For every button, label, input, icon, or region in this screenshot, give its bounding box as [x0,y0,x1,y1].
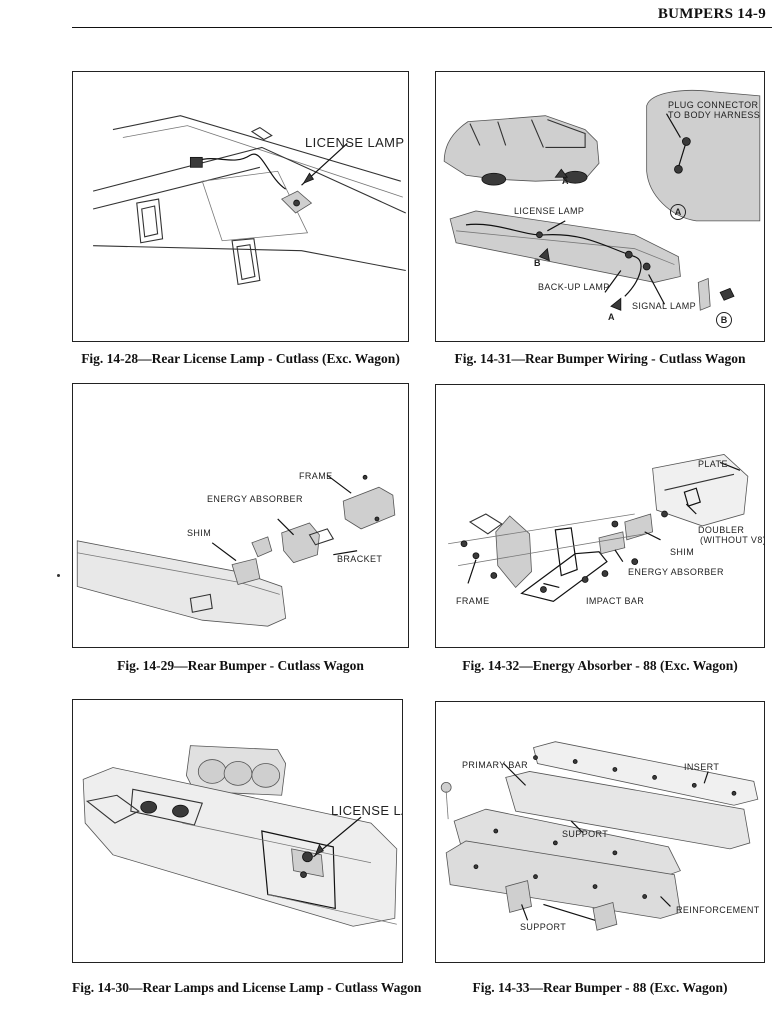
fig-14-33-insert-label: INSERT [684,762,720,772]
header-rule [72,27,772,28]
figure-14-32: PLATE DOUBLER (WITHOUT V8) SHIM ENERGY A… [435,384,765,648]
fig-14-32-shim-label: SHIM [670,547,695,557]
fig-14-29-caption: Fig. 14-29—Rear Bumper - Cutlass Wagon [117,658,364,673]
fig-14-31-plug-connector-label: PLUG CONNECTOR [668,100,759,110]
fig-14-30-caption: Fig. 14-30—Rear Lamps and License Lamp -… [72,980,422,995]
fig-14-29-frame-label: FRAME [299,471,333,481]
fig-14-31-view-arrow-a2: A [608,312,615,322]
fig-14-29-bracket-label: BRACKET [337,554,383,564]
fig-14-31-license-lamp-label: LICENSE LAMP [514,206,585,216]
fig-14-32-caption: Fig. 14-32—Energy Absorber - 88 (Exc. Wa… [462,658,738,673]
figure-14-28: LICENSE LAMP [72,71,409,342]
fig-14-32-without-v8-label: (WITHOUT V8) [700,535,765,545]
rear-bumper-88-exploded-drawing [440,741,759,931]
fig-14-30-license-lamp-label: LICENSE LAMP [331,803,402,818]
fig-14-31-callout-a: A [670,204,686,220]
fig-14-33-reinforcement-label: REINFORCEMENT [676,905,760,915]
fig-14-33-support-upper-label: SUPPORT [562,829,609,839]
fig-14-31-to-body-harness-label: TO BODY HARNESS [668,110,761,120]
fig-14-28-caption: Fig. 14-28—Rear License Lamp - Cutlass (… [81,351,400,366]
fig-14-31-view-arrow-b: B [534,258,541,268]
fig-14-31-view-arrow-a1: A [562,176,569,186]
rear-bumper-absorber-drawing [76,474,396,627]
figure-14-33: PRIMARY BAR INSERT SUPPORT REINFORCEMENT… [435,701,765,963]
figure-14-29: FRAME ENERGY ABSORBER SHIM BRACKET [72,383,409,648]
fig-14-28-license-lamp-label: LICENSE LAMP [305,135,405,150]
rear-bumper-wiring-drawing [443,90,761,311]
fig-14-33-support-lower-label: SUPPORT [520,922,567,932]
fig-14-32-plate-label: PLATE [698,459,728,469]
fig-14-31-back-up-lamp-label: BACK-UP LAMP [538,282,610,292]
fig-14-31-caption: Fig. 14-31—Rear Bumper Wiring - Cutlass … [454,351,746,366]
fig-14-29-energy-absorber-label: ENERGY ABSORBER [207,494,303,504]
fig-14-32-doubler-label: DOUBLER [698,525,745,535]
fig-14-32-impact-bar-label: IMPACT BAR [586,596,645,606]
figure-14-31: PLUG CONNECTOR TO BODY HARNESS LICENSE L… [435,71,765,342]
page-header-title: BUMPERS 14-9 [657,6,766,22]
fig-14-32-energy-absorber-label: ENERGY ABSORBER [628,567,724,577]
margin-speck [57,574,60,577]
fig-14-33-primary-bar-label: PRIMARY BAR [462,760,529,770]
energy-absorber-exploded-drawing [448,454,749,602]
fig-14-33-caption: Fig. 14-33—Rear Bumper - 88 (Exc. Wagon) [472,980,728,995]
fig-14-31-signal-lamp-label: SIGNAL LAMP [632,301,697,311]
page-header: BUMPERS 14-9 [0,0,780,32]
rear-lamps-license-lamp-drawing [82,745,398,927]
fig-14-31-callout-b: B [716,312,732,328]
rear-deck-license-lamp-drawing [92,115,406,286]
figure-14-30: LICENSE LAMP [72,699,403,963]
fig-14-29-shim-label: SHIM [187,528,212,538]
fig-14-32-frame-label: FRAME [456,596,490,606]
